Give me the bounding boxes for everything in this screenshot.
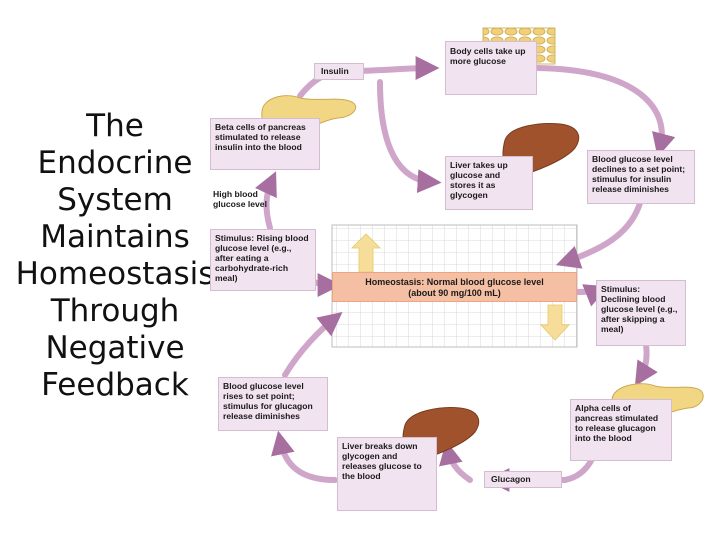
path-decline-to-homeostasis <box>555 200 643 269</box>
high-glucose-label: High blood glucose level <box>213 189 267 209</box>
title-line: Negative <box>45 330 185 366</box>
homeostasis-line1: Homeostasis: Normal blood glucose level <box>365 277 544 287</box>
declining-arrow-icon <box>540 304 570 341</box>
title-line: Feedback <box>41 367 189 403</box>
title-line: Maintains <box>40 219 190 255</box>
liver-breaks-box: Liver breaks down glycogen and releases … <box>337 437 437 511</box>
path-high-to-beta <box>255 171 277 231</box>
path-declining-to-alpha <box>634 342 658 387</box>
glucose-rises-box: Blood glucose level rises to set point; … <box>218 377 328 431</box>
insulin-label: Insulin <box>314 63 364 80</box>
title-line: System <box>57 182 173 218</box>
title-line: Homeostasis <box>15 256 215 292</box>
title-line: Endocrine <box>37 145 193 181</box>
stimulus-rising-box: Stimulus: Rising blood glucose level (e.… <box>210 229 316 291</box>
path-rises-to-homeostasis <box>282 312 343 378</box>
path-insulin-to-liver <box>377 79 442 194</box>
glucose-declines-box: Blood glucose level declines to a set po… <box>587 150 695 204</box>
title-line: The <box>86 108 144 144</box>
alpha-cells-box: Alpha cells of pancreas stimulated to re… <box>570 399 672 461</box>
homeostasis-line2: (about 90 mg/100 mL) <box>408 288 501 298</box>
liver-takes-box: Liver takes up glucose and stores it as … <box>445 156 533 210</box>
title-line: Through <box>50 293 180 329</box>
rising-arrow-icon <box>351 233 381 273</box>
beta-cells-box: Beta cells of pancreas stimulated to rel… <box>210 118 320 170</box>
path-cells-to-decline <box>535 65 676 158</box>
path-insulin-to-cells <box>357 56 440 81</box>
slide-title: The Endocrine System Maintains Homeostas… <box>0 108 230 404</box>
body-cells-box: Body cells take up more glucose <box>445 41 537 95</box>
path-glucagon-to-liver <box>439 440 473 483</box>
stimulus-declining-box: Stimulus: Declining blood glucose level … <box>596 280 686 346</box>
homeostasis-box: Homeostasis: Normal blood glucose level … <box>332 272 577 302</box>
path-liver-to-rises <box>271 430 338 483</box>
glucagon-label: Glucagon <box>484 471 562 488</box>
